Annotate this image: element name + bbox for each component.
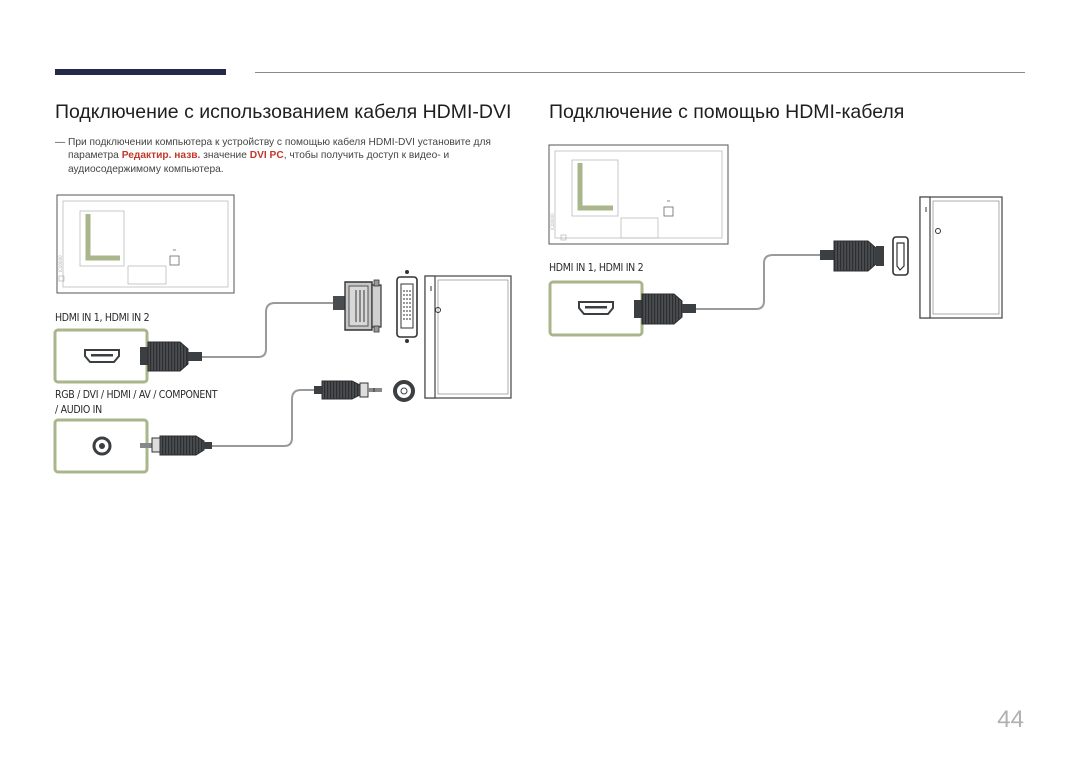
page-number: 44 [997, 706, 1024, 733]
display-back-panel-left: IC00000 [56, 194, 235, 294]
section-heading-hdmi-dvi: Подключение с использованием кабеля HDMI… [55, 101, 512, 123]
note-dash: ― [55, 137, 66, 148]
note-text-2: значение [200, 150, 250, 162]
hdmi-port-left [53, 328, 149, 384]
hdmi-plug-left [140, 341, 202, 372]
note-highlight-edit-name: Редактир. назв. [121, 150, 201, 162]
note-text-1: При подключении компьютера к устройству … [68, 137, 491, 162]
dvi-plug [333, 279, 382, 333]
port-label-audio-line1: RGB / DVI / HDMI / AV / COMPONENT [55, 389, 218, 401]
note-text-3: , чтобы получить доступ к видео- и аудио… [68, 150, 450, 175]
audio-plug-pc [314, 380, 382, 400]
dvi-port-pc [396, 270, 418, 343]
hdmi-plug-pc-right [820, 240, 884, 272]
audio-jack-pc [393, 380, 415, 402]
port-label-hdmi-left: HDMI IN 1, HDMI IN 2 [55, 312, 150, 324]
hdmi-plug-display-right [634, 293, 696, 325]
section-heading-hdmi: Подключение с помощью HDMI-кабеля [549, 101, 905, 123]
port-label-audio-line2: / AUDIO IN [55, 404, 102, 416]
hdmi-port-pc-right [892, 236, 909, 276]
audio-cable [212, 389, 316, 447]
svg-text:IC00000: IC00000 [58, 255, 63, 272]
audio-port-left [53, 418, 149, 474]
display-back-panel-right: IC00000 [548, 144, 729, 245]
pc-tower-right [919, 196, 1003, 319]
hdmi-port-right [548, 280, 644, 337]
header-rule [255, 72, 1025, 73]
note-highlight-dvi-pc: DVI PC [249, 150, 284, 162]
audio-plug-left [140, 435, 212, 456]
pc-tower-left [424, 275, 512, 399]
port-label-hdmi-right: HDMI IN 1, HDMI IN 2 [549, 262, 644, 274]
note-paragraph: ― При подключении компьютера к устройств… [55, 136, 525, 176]
svg-text:IC00000: IC00000 [550, 213, 555, 230]
header-accent-bar [55, 69, 226, 75]
hdmi-dvi-cable [202, 302, 333, 358]
hdmi-cable-right [696, 254, 820, 310]
